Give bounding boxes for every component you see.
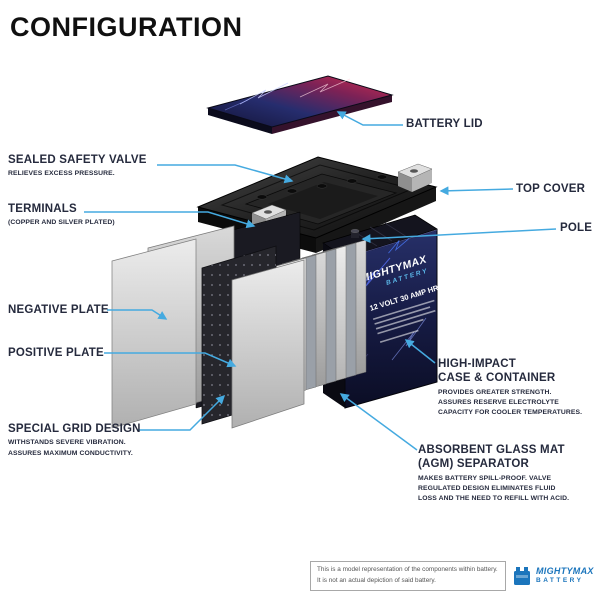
callout-label: SEALED SAFETY VALVE <box>8 154 147 166</box>
logo-sub-text: BATTERY <box>536 577 584 585</box>
callout-sublabel: RELIEVES EXCESS PRESSURE. <box>8 170 115 178</box>
callout-negative-plate: NEGATIVE PLATE <box>8 303 109 317</box>
callout-label: BATTERY LID <box>406 118 483 130</box>
callout-label: ABSORBENT GLASS MAT (AGM) SEPARATOR <box>418 444 565 471</box>
callout-sublabel: WITHSTANDS SEVERE VIBRATION. ASSURES MAX… <box>8 439 133 457</box>
callout-sublabel: (COPPER AND SILVER PLATED) <box>8 219 115 227</box>
positive-plate-art <box>231 259 305 429</box>
callout-positive-plate: POSITIVE PLATE <box>8 346 104 360</box>
callout-label: NEGATIVE PLATE <box>8 304 109 316</box>
battery-lid-art <box>206 75 394 134</box>
callout-high-impact-case: HIGH-IMPACT CASE & CONTAINER PROVIDES GR… <box>438 357 582 418</box>
valve-caps <box>256 174 388 200</box>
callout-line-pole <box>361 228 557 244</box>
callout-line-sealed-safety-valve <box>157 164 294 184</box>
callout-sublabel: MAKES BATTERY SPILL-PROOF. VALVE REGULAT… <box>418 474 570 503</box>
pole-art <box>350 228 360 238</box>
brand-logo: MIGHTYMAX BATTERY <box>513 561 594 591</box>
callout-label: SPECIAL GRID DESIGN <box>8 423 141 435</box>
disclaimer-box: This is a model representation of the co… <box>310 561 506 591</box>
terminal-block-right <box>397 163 433 192</box>
callout-sublabel: PROVIDES GREATER STRENGTH. ASSURES RESER… <box>438 388 583 417</box>
page-title: CONFIGURATION <box>10 12 243 42</box>
callout-label: POLE <box>560 222 593 234</box>
callout-label: HIGH-IMPACT CASE & CONTAINER <box>438 358 556 385</box>
callout-line-high-impact-case <box>404 339 436 364</box>
battery-fine-print-lines <box>372 299 436 343</box>
negative-plate-art <box>111 238 197 429</box>
callout-top-cover: TOP COVER <box>516 182 585 196</box>
callout-line-top-cover <box>439 186 514 196</box>
callout-line-agm-separator <box>339 393 418 451</box>
callout-agm-separator: ABSORBENT GLASS MAT (AGM) SEPARATOR MAKE… <box>418 443 569 504</box>
callout-lines <box>84 111 557 451</box>
callout-label: TOP COVER <box>516 183 586 195</box>
callout-line-battery-lid <box>336 111 403 126</box>
callout-line-special-grid <box>137 394 226 431</box>
callout-battery-lid: BATTERY LID <box>406 117 483 131</box>
callout-special-grid-design: SPECIAL GRID DESIGN WITHSTANDS SEVERE VI… <box>8 422 141 459</box>
callout-terminals: TERMINALS (COPPER AND SILVER PLATED) <box>8 202 115 229</box>
callout-label: POSITIVE PLATE <box>8 347 104 359</box>
battery-case-art: MIGHTYMAX BATTERY 12 VOLT 30 AMP HR <box>322 214 440 409</box>
callout-pole: POLE <box>560 221 592 235</box>
callout-line-positive-plate <box>104 352 237 368</box>
callout-label: TERMINALS <box>8 203 77 215</box>
logo-brand-text: MIGHTYMAX <box>536 566 594 577</box>
callout-sealed-safety-valve: SEALED SAFETY VALVE RELIEVES EXCESS PRES… <box>8 153 147 180</box>
callout-line-negative-plate <box>107 309 168 320</box>
battery-logo-icon <box>514 567 530 585</box>
callout-line-terminals <box>84 211 256 229</box>
